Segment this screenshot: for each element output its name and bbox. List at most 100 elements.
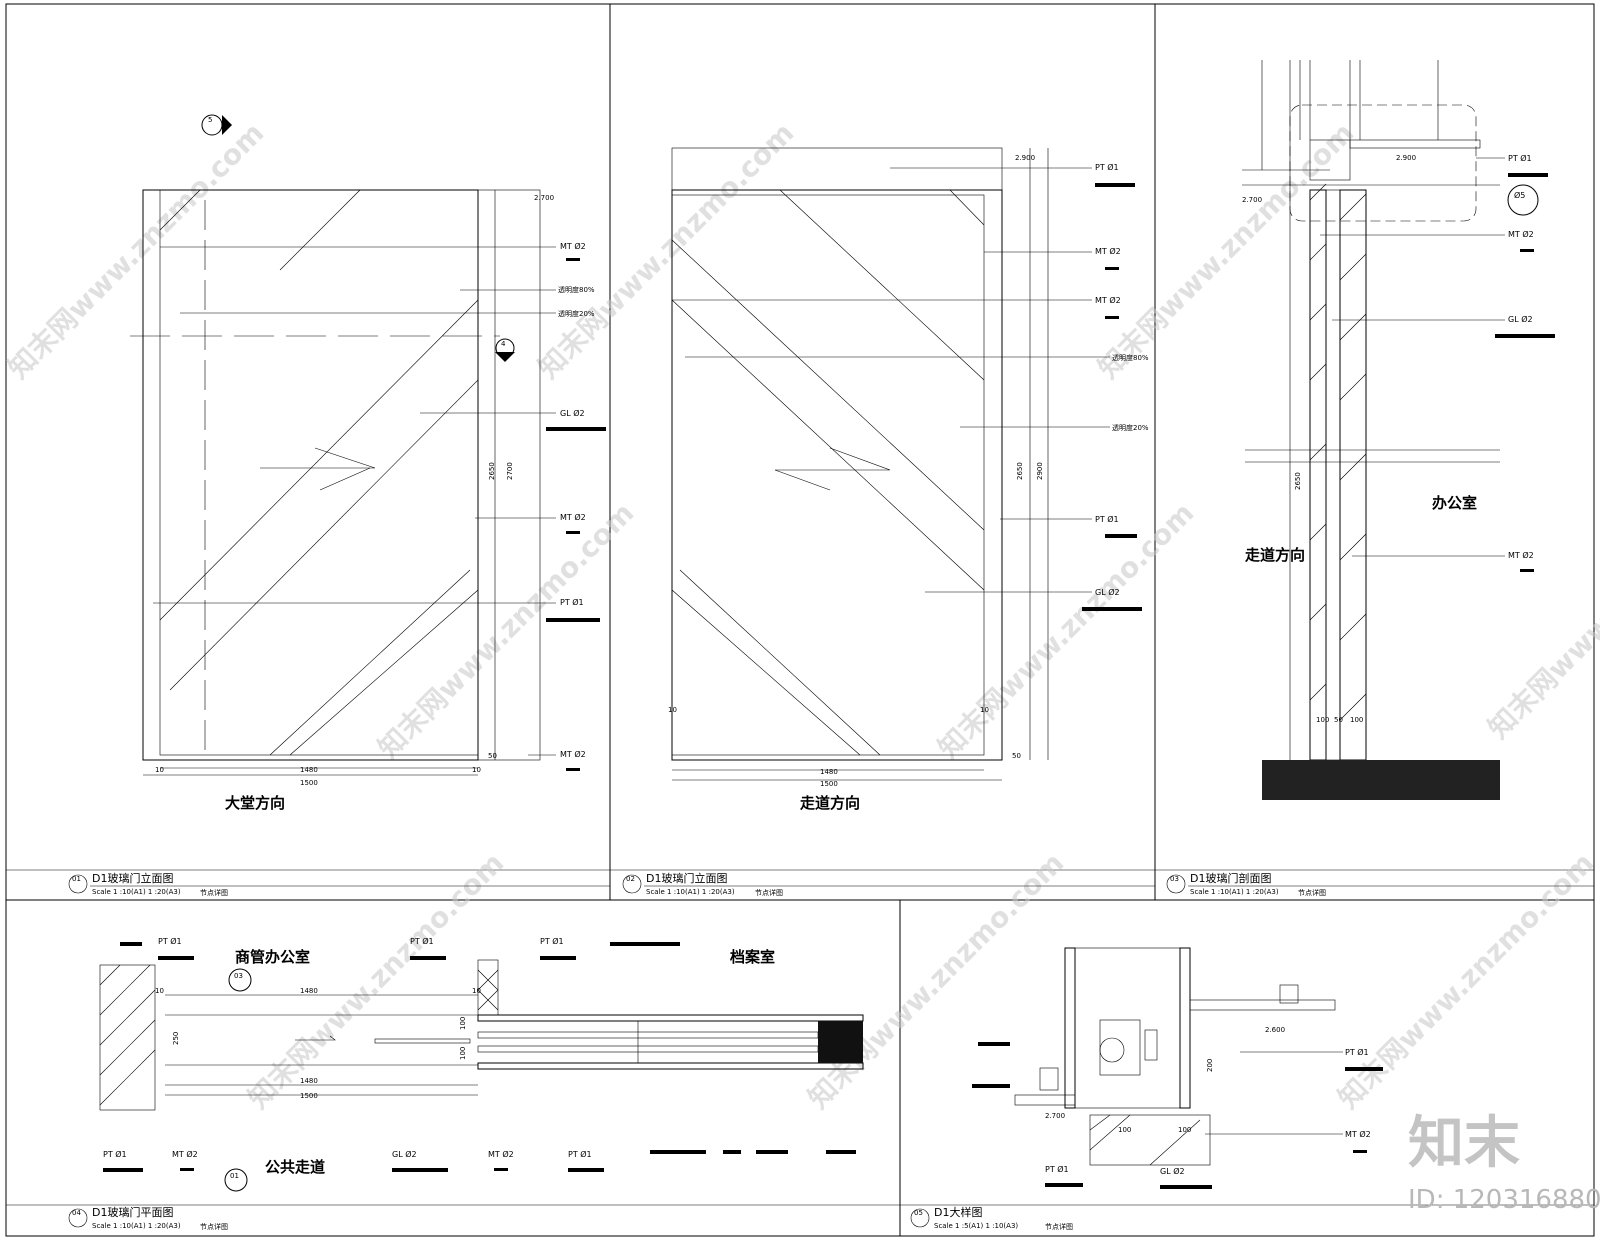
svg-text:01: 01 [230, 1172, 239, 1180]
svg-text:D1玻璃门平面图: D1玻璃门平面图 [92, 1205, 173, 1219]
svg-text:PT Ø1: PT Ø1 [1508, 153, 1532, 163]
svg-text:03: 03 [234, 972, 243, 980]
svg-text:1500: 1500 [300, 779, 318, 787]
svg-text:MT Ø2: MT Ø2 [560, 749, 586, 759]
svg-text:PT Ø1: PT Ø1 [410, 936, 434, 946]
svg-text:透明度80%: 透明度80% [1112, 353, 1149, 362]
svg-text:MT Ø2: MT Ø2 [488, 1149, 514, 1159]
svg-text:知末网www.znzmo.com: 知末网www.znzmo.com [802, 846, 1071, 1115]
svg-text:公共走道: 公共走道 [265, 1158, 325, 1176]
svg-text:1500: 1500 [300, 1092, 318, 1100]
svg-text:Ø5: Ø5 [1514, 190, 1525, 200]
svg-text:MT Ø2: MT Ø2 [560, 241, 586, 251]
svg-text:节点详图: 节点详图 [200, 888, 228, 897]
panel-01-elevation: 1480 1500 10 10 2.700 2650 2700 50 5 4 透… [130, 114, 606, 812]
svg-text:100: 100 [1178, 1126, 1191, 1134]
brand-logo: 知末 [1408, 1111, 1520, 1176]
title-block-02: 02 D1玻璃门立面图 Scale 1 :10(A1) 1 :20(A3) 节点… [622, 871, 1155, 897]
svg-text:2650: 2650 [1294, 472, 1302, 490]
svg-text:D1玻璃门剖面图: D1玻璃门剖面图 [1190, 871, 1271, 885]
svg-text:Scale 1 :10(A1) 1 :20(A3): Scale 1 :10(A1) 1 :20(A3) [646, 888, 735, 896]
svg-text:4: 4 [501, 340, 506, 348]
svg-text:2.700: 2.700 [534, 194, 554, 202]
svg-text:透明度20%: 透明度20% [1112, 423, 1149, 432]
svg-text:MT Ø2: MT Ø2 [560, 512, 586, 522]
svg-text:走道方向: 走道方向 [800, 794, 860, 812]
svg-text:知末网www.znzmo.com: 知末网www.znzmo.com [242, 846, 511, 1115]
svg-text:100: 100 [1350, 716, 1363, 724]
panel-02-elevation: 1480 1500 10 10 2.900 2650 2900 50 PT Ø1… [668, 147, 1149, 812]
svg-text:知末网www.znzmo.com: 知末网www.znzmo.com [372, 496, 641, 765]
svg-text:PT Ø1: PT Ø1 [568, 1149, 592, 1159]
title-block-05: 05 D1大样图 Scale 1 :5(A1) 1 :10(A3) 节点详图 [910, 1205, 1073, 1231]
svg-text:知末网www.znzmo.com: 知末网www.znzmo.com [932, 496, 1201, 765]
svg-text:2650: 2650 [1016, 462, 1024, 480]
svg-text:50: 50 [1012, 752, 1021, 760]
svg-text:10: 10 [155, 987, 164, 995]
svg-text:D1玻璃门立面图: D1玻璃门立面图 [92, 871, 173, 885]
svg-text:PT Ø1: PT Ø1 [158, 936, 182, 946]
sheet-frame [5, 3, 1595, 1237]
svg-text:Scale 1 :10(A1) 1 :20(A3): Scale 1 :10(A1) 1 :20(A3) [92, 888, 181, 896]
svg-text:节点详图: 节点详图 [755, 888, 783, 897]
svg-text:D1大样图: D1大样图 [934, 1205, 982, 1219]
svg-text:GL Ø2: GL Ø2 [392, 1149, 417, 1159]
panel-04-plan: 1480 1480 1500 10 10 250 100 100 03 01 商… [99, 936, 864, 1192]
svg-text:PT Ø1: PT Ø1 [1095, 162, 1119, 172]
svg-text:MT Ø2: MT Ø2 [1095, 295, 1121, 305]
svg-text:50: 50 [488, 752, 497, 760]
svg-text:PT Ø1: PT Ø1 [1095, 514, 1119, 524]
svg-text:100: 100 [459, 1047, 467, 1060]
svg-text:节点详图: 节点详图 [1298, 888, 1326, 897]
svg-text:GL Ø2: GL Ø2 [1160, 1166, 1185, 1176]
title-block-04: 04 D1玻璃门平面图 Scale 1 :10(A1) 1 :20(A3) 节点… [68, 1205, 228, 1231]
svg-text:PT Ø1: PT Ø1 [540, 936, 564, 946]
svg-text:100: 100 [1316, 716, 1329, 724]
svg-text:2650: 2650 [488, 462, 496, 480]
svg-text:04: 04 [72, 1209, 81, 1217]
svg-text:MT Ø2: MT Ø2 [1508, 229, 1534, 239]
svg-text:GL Ø2: GL Ø2 [1095, 587, 1120, 597]
title-block-01: 01 D1玻璃门立面图 Scale 1 :10(A1) 1 :20(A3) 节点… [68, 871, 610, 897]
svg-text:PT Ø1: PT Ø1 [103, 1149, 127, 1159]
svg-text:MT Ø2: MT Ø2 [172, 1149, 198, 1159]
svg-text:PT Ø1: PT Ø1 [1345, 1047, 1369, 1057]
svg-text:MT Ø2: MT Ø2 [1345, 1129, 1371, 1139]
svg-text:GL Ø2: GL Ø2 [1508, 314, 1533, 324]
svg-text:节点详图: 节点详图 [200, 1222, 228, 1231]
svg-text:10: 10 [668, 706, 677, 714]
panel-05-detail: 2.700 2.600 100 100 200 PT Ø1 MT Ø2 PT Ø… [972, 947, 1383, 1189]
svg-text:2700: 2700 [506, 462, 514, 480]
svg-text:10: 10 [472, 766, 481, 774]
svg-text:知末网www.znzmo.com: 知末网www.znzmo.com [1332, 846, 1600, 1115]
svg-text:5: 5 [208, 116, 212, 124]
svg-text:Scale 1 :10(A1) 1 :20(A3): Scale 1 :10(A1) 1 :20(A3) [1190, 888, 1279, 896]
svg-text:2.600: 2.600 [1265, 1026, 1285, 1034]
svg-text:1480: 1480 [300, 987, 318, 995]
svg-text:商管办公室: 商管办公室 [235, 948, 310, 966]
title-block-03: 03 D1玻璃门剖面图 Scale 1 :10(A1) 1 :20(A3) 节点… [1166, 871, 1594, 897]
svg-text:2900: 2900 [1036, 462, 1044, 480]
svg-text:大堂方向: 大堂方向 [225, 794, 285, 812]
svg-text:走道方向: 走道方向 [1245, 546, 1305, 564]
svg-text:250: 250 [172, 1032, 180, 1045]
panel-03-section: 2.700 2.900 2650 100 50 100 Ø5 PT Ø1 MT … [1242, 60, 1555, 800]
svg-text:透明度20%: 透明度20% [558, 309, 595, 318]
svg-text:200: 200 [1206, 1059, 1214, 1072]
svg-text:01: 01 [72, 875, 81, 883]
svg-text:10: 10 [980, 706, 989, 714]
svg-text:GL Ø2: GL Ø2 [560, 408, 585, 418]
svg-text:办公室: 办公室 [1432, 494, 1477, 512]
svg-text:10: 10 [472, 987, 481, 995]
svg-text:1480: 1480 [820, 768, 838, 776]
svg-text:100: 100 [459, 1017, 467, 1030]
svg-text:2.900: 2.900 [1015, 154, 1035, 162]
svg-text:1480: 1480 [300, 1077, 318, 1085]
svg-text:知末网www.znzmo.com: 知末网www.znzmo.com [2, 116, 271, 385]
svg-text:PT Ø1: PT Ø1 [560, 597, 584, 607]
svg-text:1500: 1500 [820, 780, 838, 788]
svg-text:100: 100 [1118, 1126, 1131, 1134]
svg-text:MT Ø2: MT Ø2 [1095, 246, 1121, 256]
svg-text:节点详图: 节点详图 [1045, 1222, 1073, 1231]
